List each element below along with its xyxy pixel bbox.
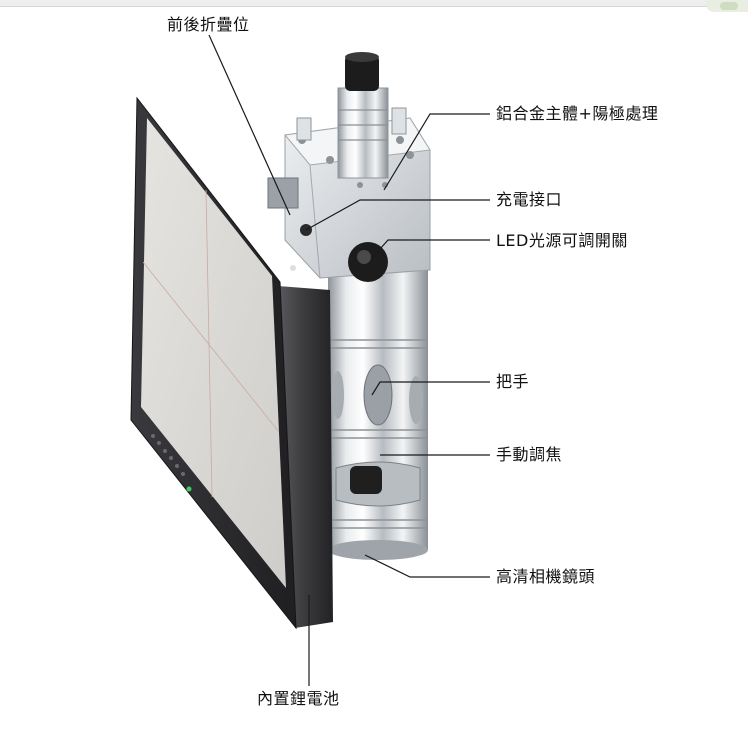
connector-cap xyxy=(345,55,379,91)
leader-led xyxy=(371,239,490,259)
monitor-screen xyxy=(141,118,286,588)
badge-icon xyxy=(720,2,738,10)
handle-slot-right xyxy=(409,376,423,424)
top-connector xyxy=(337,52,389,179)
leader-charge xyxy=(305,199,490,231)
corner-badge xyxy=(706,0,748,12)
handle-slot-left xyxy=(332,371,344,419)
lens-tube xyxy=(328,262,428,560)
label-handle: 把手 xyxy=(496,372,530,391)
label-led: LED光源可調開關 xyxy=(496,231,628,250)
leader-handle xyxy=(371,381,490,396)
label-body: 鋁合金主體+陽極處理 xyxy=(496,104,659,123)
leader-body xyxy=(383,113,490,191)
leader-fold xyxy=(208,34,291,216)
fold-hinge xyxy=(267,177,299,209)
monitor-buttons xyxy=(151,434,192,492)
leader-lens xyxy=(364,554,490,578)
label-charge: 充電接口 xyxy=(496,190,563,209)
label-fold: 前後折疊位 xyxy=(167,15,250,34)
label-focus: 手動調焦 xyxy=(496,445,563,464)
window-top-bar xyxy=(0,0,748,7)
label-lens: 高清相機鏡頭 xyxy=(496,567,596,586)
monitor xyxy=(130,96,333,630)
focus-knob xyxy=(350,466,382,494)
handle-slot xyxy=(363,364,393,426)
label-battery: 內置鋰電池 xyxy=(257,689,340,708)
tube-bottom xyxy=(328,540,428,560)
leader-lines xyxy=(208,34,490,686)
power-led-icon xyxy=(186,486,192,492)
